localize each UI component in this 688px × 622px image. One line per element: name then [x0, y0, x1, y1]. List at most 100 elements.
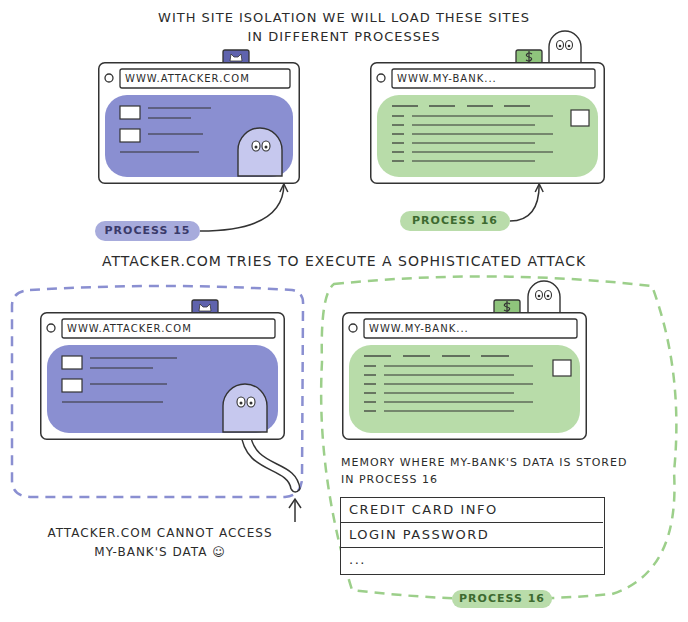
url-text: WWW.MY-BANK... — [369, 319, 574, 338]
process-label-text: PROCESS 16 — [400, 211, 510, 231]
peeking-ghost — [549, 31, 581, 63]
connector-arrow — [200, 184, 284, 231]
ghost-eye — [536, 291, 543, 300]
page-content — [105, 95, 293, 177]
content-line — [392, 115, 404, 116]
process-label: PROCESS 16 — [400, 211, 510, 231]
content-line — [148, 107, 211, 108]
url-bar — [120, 69, 290, 88]
ghost-pupil — [255, 146, 258, 149]
ghost-eye — [545, 291, 552, 300]
content-line — [148, 133, 203, 134]
content-block — [62, 379, 82, 392]
content-line — [90, 383, 167, 384]
memory-row-text: LOGIN PASSWORD — [349, 523, 599, 547]
process-label-text: PROCESS 16 — [452, 590, 552, 608]
content-block — [62, 356, 82, 369]
content-line — [120, 151, 199, 152]
note-text: ATTACKER.COM CANNOT ACCESS MY-BANK'S DAT… — [40, 524, 280, 562]
dollar-icon — [528, 51, 529, 63]
memory-row: LOGIN PASSWORD — [341, 523, 603, 548]
content-line — [412, 124, 535, 125]
browser-button — [105, 74, 113, 82]
page-content — [349, 345, 580, 433]
content-block — [120, 129, 140, 142]
memory-row: CREDIT CARD INFO — [341, 498, 603, 523]
content-line — [384, 410, 514, 411]
browser-window: WWW.MY-BANK... — [370, 62, 605, 184]
content-line — [364, 401, 376, 402]
content-line — [384, 392, 514, 393]
content-line — [364, 410, 376, 411]
browser-tab — [223, 50, 249, 64]
ghost-pupil — [250, 402, 253, 405]
ghost-pupil — [547, 295, 550, 298]
browser-button — [377, 74, 385, 82]
memory-row: ... — [341, 548, 603, 573]
page-content — [377, 95, 598, 177]
memory-table: MEMORY WHERE MY-BANK'S DATA IS STORED IN… — [340, 497, 605, 575]
ghost-face — [223, 384, 267, 432]
content-line — [62, 401, 163, 402]
tab-icon — [230, 54, 242, 61]
ghost-pupil — [538, 295, 541, 298]
title-text: WITH SITE ISOLATION WE WILL LOAD THESE S… — [154, 8, 534, 46]
url-text: WWW.ATTACKER.COM — [125, 69, 287, 88]
url-bar — [62, 319, 275, 338]
content-line — [392, 151, 404, 152]
content-line — [504, 105, 530, 106]
url-bar — [364, 319, 577, 338]
process-boundary — [321, 276, 676, 599]
process-label-text: PROCESS 15 — [95, 221, 200, 241]
ghost-eye — [566, 41, 573, 50]
ghost-pupil — [240, 402, 243, 405]
browser-window: WWW.ATTACKER.COM — [98, 62, 300, 184]
content-line — [403, 355, 430, 356]
content-line — [412, 142, 535, 143]
url-text: WWW.MY-BANK... — [397, 69, 592, 88]
memory-heading: MEMORY WHERE MY-BANK'S DATA IS STORED IN… — [341, 454, 631, 488]
content-block — [553, 360, 571, 376]
ghost-pupil — [568, 45, 571, 48]
content-line — [392, 124, 404, 125]
content-line — [429, 105, 455, 106]
ghost-eye — [557, 41, 564, 50]
url-bar — [392, 69, 595, 88]
url-text: WWW.ATTACKER.COM — [67, 319, 272, 338]
content-line — [412, 160, 535, 161]
peeking-ghost — [528, 281, 560, 313]
memory-row-text: ... — [349, 548, 599, 572]
content-line — [392, 105, 418, 106]
content-line — [467, 105, 493, 106]
browser-window: WWW.MY-BANK... — [342, 312, 587, 440]
ghost-eye — [237, 397, 245, 407]
content-line — [364, 365, 376, 366]
content-line — [384, 401, 533, 402]
dollar-icon — [506, 301, 507, 313]
content-line — [90, 357, 177, 358]
content-line — [364, 392, 376, 393]
content-line — [384, 383, 533, 384]
content-line — [412, 115, 553, 116]
ghost-tentacle — [250, 432, 300, 489]
ghost-eye — [262, 141, 270, 151]
content-line — [364, 374, 376, 375]
content-block — [571, 110, 589, 126]
browser-frame — [99, 63, 300, 184]
ghost-eye — [252, 141, 260, 151]
content-line — [364, 383, 376, 384]
content-line — [384, 374, 514, 375]
ghost-tentacle — [241, 432, 291, 489]
process-region: PROCESS 16WWW.MY-BANK...MEMORY WHERE MY-… — [312, 272, 682, 602]
ghost-pupil — [265, 146, 268, 149]
ghost-pupil — [559, 45, 562, 48]
content-line — [392, 133, 404, 134]
page-content — [47, 345, 278, 433]
process-label: PROCESS 15 — [95, 221, 200, 241]
browser-tab — [516, 50, 542, 64]
content-line — [442, 355, 470, 356]
content-line — [90, 367, 153, 368]
connector-arrow — [510, 184, 539, 221]
